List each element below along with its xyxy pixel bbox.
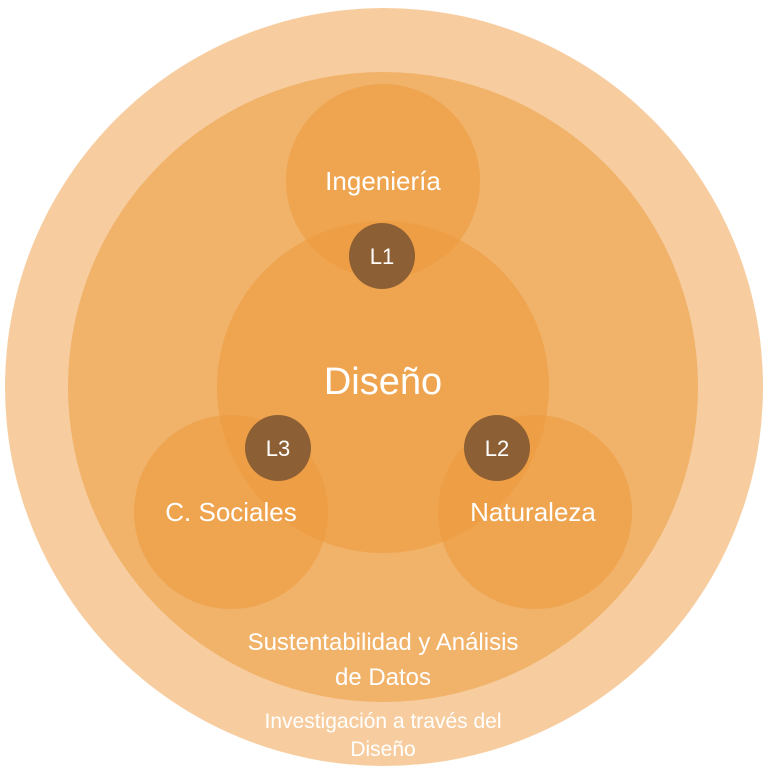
node-label-ingenieria: Ingeniería (325, 166, 441, 196)
inner-ring-label-line2: de Datos (335, 664, 431, 691)
badge-l2-label: L2 (485, 436, 509, 461)
outer-ring-label-line2: Diseño (350, 738, 415, 761)
outer-ring-label-line1: Investigación a través del (265, 710, 502, 733)
badge-l2-circle (464, 415, 530, 481)
node-label-sociales: C. Sociales (165, 497, 297, 527)
core-label: Diseño (324, 361, 442, 403)
badge-l1-label: L1 (370, 244, 394, 269)
badge-l3-label: L3 (266, 436, 290, 461)
badge-l1-circle (349, 223, 415, 289)
badge-l3-circle (245, 415, 311, 481)
inner-ring-label-line1: Sustentabilidad y Análisis (248, 629, 519, 656)
node-label-naturaleza: Naturaleza (470, 497, 596, 527)
node-circle-ingenieria (286, 84, 480, 278)
